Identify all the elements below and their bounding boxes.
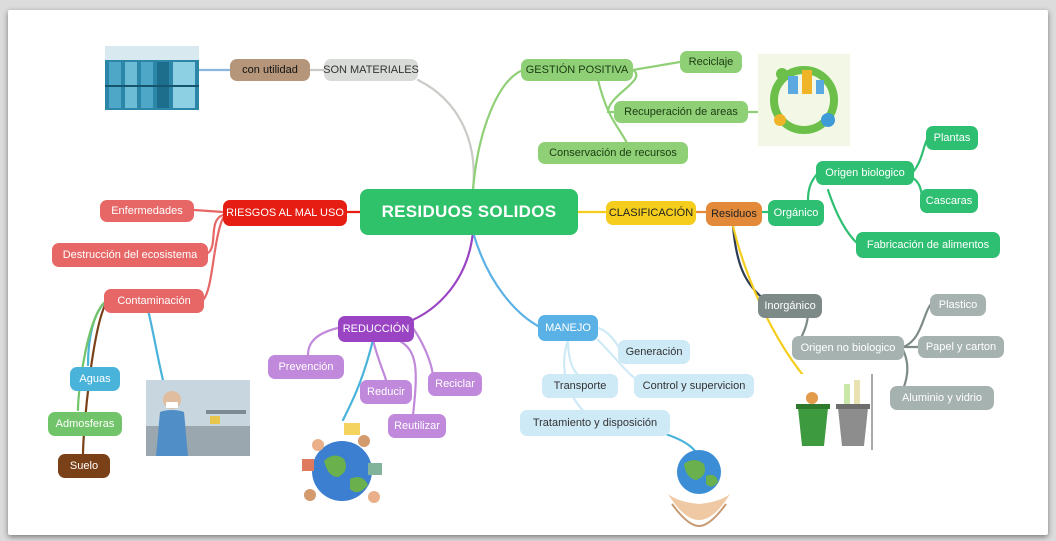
node-plastico[interactable]: Plastico	[930, 294, 986, 316]
node-residuos[interactable]: Residuos	[706, 202, 762, 226]
hands-holding-earth-illustration	[664, 446, 734, 528]
node-destruccion-del-ecosistema[interactable]: Destrucción del ecosistema	[52, 243, 208, 267]
node-enfermedades[interactable]: Enfermedades	[100, 200, 194, 222]
node-reduccion[interactable]: REDUCCIÓN	[338, 316, 414, 342]
node-conservacion-de-recursos[interactable]: Conservación de recursos	[538, 142, 688, 164]
node-tratamiento-y-disposicion[interactable]: Tratamiento y disposición	[520, 410, 670, 436]
globe-with-children-illustration	[298, 415, 386, 519]
node-suelo[interactable]: Suelo	[58, 454, 110, 478]
node-origen-no-biologico[interactable]: Origen no biologico	[792, 336, 904, 360]
node-reciclaje[interactable]: Reciclaje	[680, 51, 742, 73]
node-fabricacion-de-alimentos[interactable]: Fabricación de alimentos	[856, 232, 1000, 258]
node-generacion[interactable]: Generación	[618, 340, 690, 364]
node-son-materiales[interactable]: SON MATERIALES	[323, 59, 419, 81]
recycling-city-illustration	[758, 54, 850, 146]
person-with-mask-photo	[146, 380, 250, 456]
mind-map-canvas: RESIDUOS SOLIDOS SON MATERIALES con util…	[8, 10, 1048, 535]
node-inorganico[interactable]: Inorgánico	[758, 294, 822, 318]
node-riesgos-al-mal-uso[interactable]: RIESGOS AL MAL USO	[223, 200, 347, 226]
node-papel-y-carton[interactable]: Papel y carton	[918, 336, 1004, 358]
node-prevencion[interactable]: Prevención	[268, 355, 344, 379]
node-origen-biologico[interactable]: Origen biologico	[816, 161, 914, 185]
node-gestion-positiva[interactable]: GESTIÓN POSITIVA	[521, 59, 633, 81]
node-aluminio-y-vidrio[interactable]: Aluminio y vidrio	[890, 386, 994, 410]
node-reciclar[interactable]: Reciclar	[428, 372, 482, 396]
node-reutilizar[interactable]: Reutilizar	[388, 414, 446, 438]
central-topic[interactable]: RESIDUOS SOLIDOS	[360, 189, 578, 235]
node-organico[interactable]: Orgánico	[768, 200, 824, 226]
node-con-utilidad[interactable]: con utilidad	[230, 59, 310, 81]
node-aguas[interactable]: Aguas	[70, 367, 120, 391]
node-cascaras[interactable]: Cascaras	[920, 189, 978, 213]
node-clasificacion[interactable]: CLASIFICACIÓN	[606, 201, 696, 225]
node-contaminacion[interactable]: Contaminación	[104, 289, 204, 313]
node-manejo[interactable]: MANEJO	[538, 315, 598, 341]
building-photo	[105, 46, 199, 110]
node-admosferas[interactable]: Admosferas	[48, 412, 122, 436]
node-plantas[interactable]: Plantas	[926, 126, 978, 150]
recycling-bins-illustration	[792, 374, 876, 450]
node-recuperacion-de-areas[interactable]: Recuperación de areas	[614, 101, 748, 123]
node-control-y-supervicion[interactable]: Control y supervicion	[634, 374, 754, 398]
node-transporte[interactable]: Transporte	[542, 374, 618, 398]
node-reducir[interactable]: Reducir	[360, 380, 412, 404]
